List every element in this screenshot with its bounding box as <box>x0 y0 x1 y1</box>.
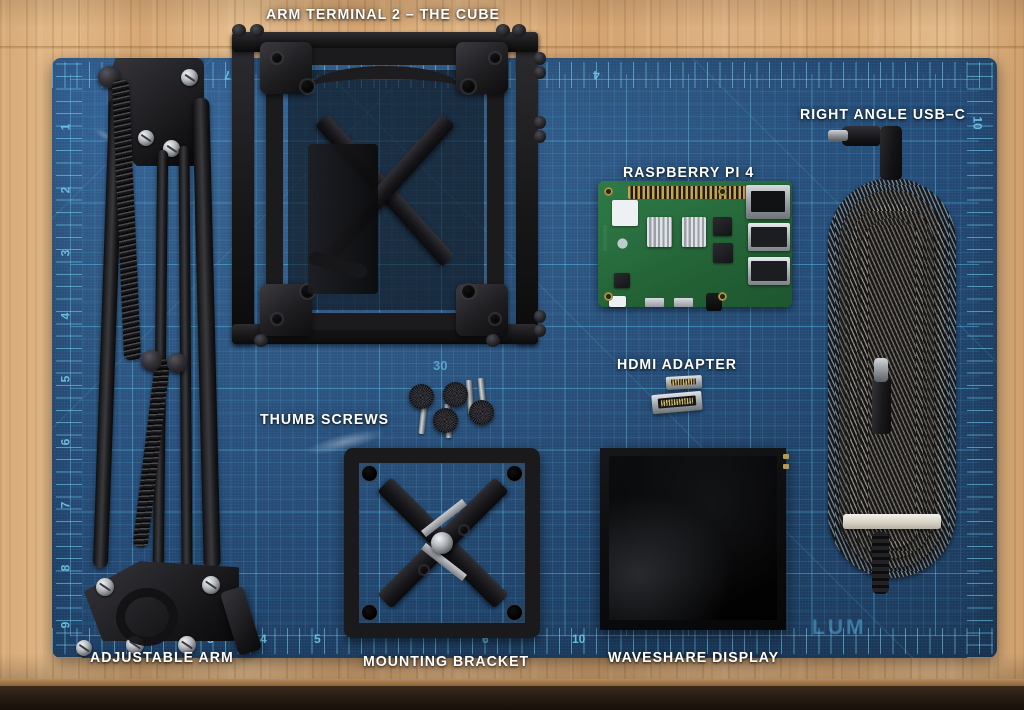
arm-screw <box>178 636 196 654</box>
label-hdmi-adapter: HDMI ADAPTER <box>617 356 737 373</box>
mounting-bracket <box>344 448 540 638</box>
label-the-cube: ARM TERMINAL 2 – THE CUBE <box>266 6 500 23</box>
cube-pivot-hole <box>462 285 475 298</box>
cube-top-strut <box>310 66 460 92</box>
pi-mounting-hole <box>718 187 727 196</box>
cube-face-plate <box>266 48 504 330</box>
arm-screw <box>202 576 220 594</box>
pi-ethernet-chip <box>713 243 733 263</box>
label-mounting-bracket: MOUNTING BRACKET <box>363 653 530 670</box>
cube-standoff <box>232 24 246 37</box>
mat-ruler-right: 10 <box>967 58 993 658</box>
cable-coil-loop <box>861 218 923 548</box>
ruler-tick-label: 10 <box>572 632 586 646</box>
ruler-tick-label: 10 <box>970 116 985 130</box>
display-header-pin <box>783 454 789 459</box>
pi-trace <box>603 225 607 251</box>
display-screen[interactable] <box>609 456 777 620</box>
cube-standoff <box>250 24 264 37</box>
pi-usb-controller-chip <box>713 217 732 236</box>
cube-standoff <box>534 130 546 143</box>
mat-ruler-left: 1 2 3 4 5 6 7 8 9 <box>56 58 82 658</box>
cable-strain-relief-boot <box>872 532 889 594</box>
arm-base-ring <box>116 588 178 646</box>
the-cube-frame <box>224 22 546 357</box>
bracket-outer-frame <box>344 448 540 638</box>
cube-standoff <box>254 334 268 347</box>
cube-pivot-hole <box>462 80 475 93</box>
display-header-pin <box>783 464 789 469</box>
thumb-screws-group <box>405 377 510 442</box>
pi-mounting-hole <box>718 292 727 301</box>
usb-c-power-port <box>609 296 626 307</box>
right-angle-usb-c-cable <box>820 118 970 633</box>
gpio-header <box>628 186 748 199</box>
cube-standoff <box>534 310 546 323</box>
bracket-corner-hole-br <box>507 605 522 620</box>
pi-heatsink-ram <box>682 217 706 247</box>
cube-standoff <box>512 24 526 37</box>
micro-hdmi-port-1 <box>674 298 693 307</box>
cube-rail-left <box>232 32 254 344</box>
bench-front-edge <box>0 686 1024 710</box>
cube-bolt-hole <box>490 314 500 324</box>
label-adjustable-arm: ADJUSTABLE ARM <box>90 649 234 666</box>
waveshare-display <box>600 448 789 630</box>
ruler-tick-label: 6 <box>482 632 489 646</box>
label-waveshare-display: WAVESHARE DISPLAY <box>608 649 780 666</box>
arm-outer-bar-right <box>192 97 221 569</box>
usb-c-right-angle-head <box>842 126 880 146</box>
cube-standoff <box>534 66 546 79</box>
cube-pivot-hole <box>301 80 314 93</box>
arm-mid-pivot-right <box>167 353 187 373</box>
usb2-port-stack <box>748 257 790 285</box>
hdmi-adapter <box>650 375 712 418</box>
bracket-center-bolt <box>431 532 453 554</box>
bracket-corner-hole-bl <box>362 605 377 620</box>
cube-bolt-hole <box>272 53 282 63</box>
usb-c-straight-connector <box>872 378 891 434</box>
raspberry-logo-icon <box>615 233 630 250</box>
pi-mounting-hole <box>604 187 613 196</box>
bracket-corner-hole-tr <box>507 466 522 481</box>
cube-standoff <box>534 324 546 337</box>
usb-c-right-angle-tip <box>828 130 848 141</box>
raspberry-pi-4-board <box>598 181 792 311</box>
pi-shield-can <box>612 200 638 226</box>
bracket-inner-hole <box>460 526 468 534</box>
pi-power-chip <box>614 273 630 288</box>
arm-screw <box>138 130 154 146</box>
usb3-port-stack <box>748 223 790 251</box>
ruler-tick-label: 5 <box>314 632 321 646</box>
cube-rail-right <box>516 32 538 344</box>
arm-screw <box>181 69 198 86</box>
mat-angle-marking: 30 <box>433 358 448 373</box>
bracket-corner-hole-tl <box>362 466 377 481</box>
mat-brand-watermark: LUM <box>812 616 867 639</box>
cube-standoff <box>534 52 546 65</box>
usb-c-right-angle-connector <box>880 126 902 180</box>
arm-screw <box>76 640 92 656</box>
ethernet-port <box>746 185 790 219</box>
cable-velcro-strap <box>843 514 941 529</box>
cube-standoff <box>496 24 510 37</box>
bench-edge-lip <box>0 679 1024 686</box>
cube-bolt-hole <box>490 53 500 63</box>
label-thumb-screws: THUMB SCREWS <box>260 411 390 428</box>
pi-heatsink-cpu <box>647 217 672 247</box>
micro-hdmi-port-0 <box>645 298 664 307</box>
cube-standoff <box>534 116 546 129</box>
arm-screw <box>96 578 114 596</box>
label-raspberry-pi: RASPBERRY PI 4 <box>623 164 755 181</box>
ruler-tick-label: 4 <box>260 632 267 646</box>
cube-standoff <box>486 334 500 347</box>
label-usb-c-cable: RIGHT ANGLE USB–C <box>800 106 966 123</box>
arm-mid-pivot-left <box>141 350 162 371</box>
adjustable-arm <box>62 58 263 657</box>
usb-c-straight-tip <box>874 358 888 382</box>
cube-bolt-hole <box>272 314 282 324</box>
ruler-tick-label: 4 <box>593 68 600 82</box>
bracket-inner-hole <box>420 566 428 574</box>
pi-mounting-hole <box>604 292 613 301</box>
